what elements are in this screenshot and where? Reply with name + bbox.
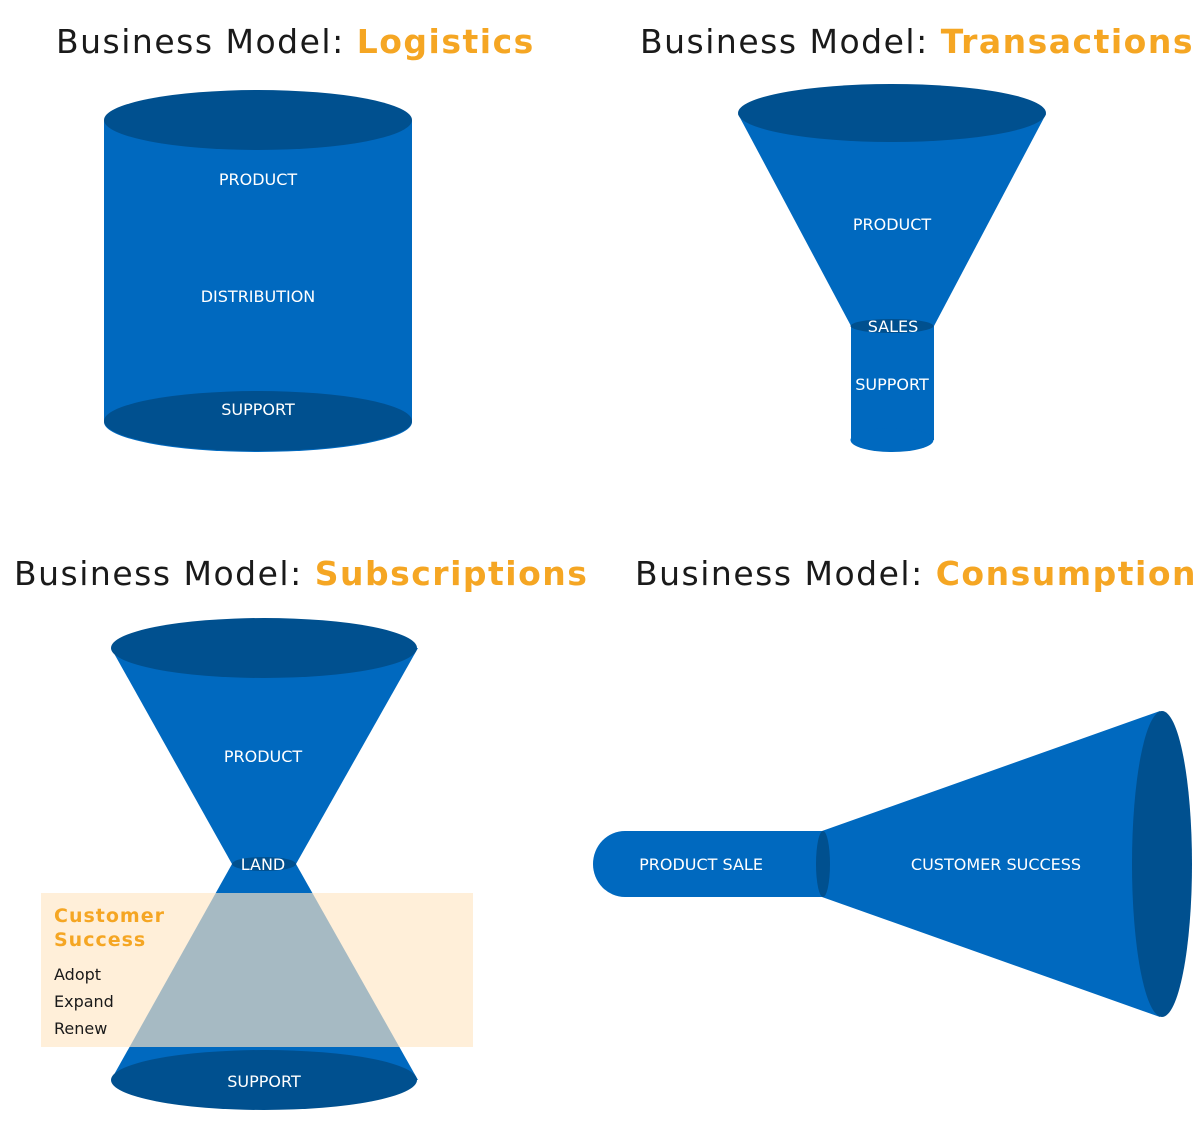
funnel-top-face [738, 84, 1046, 142]
label-product: PRODUCT [224, 747, 303, 766]
label-support: SUPPORT [221, 400, 295, 419]
consumption-horn: PRODUCT SALE CUSTOMER SUCCESS [593, 711, 1192, 1017]
cylinder-top-face [104, 90, 412, 150]
cylinder-bottom-face [104, 391, 412, 451]
label-sales: SALES [868, 317, 919, 336]
label-product: PRODUCT [853, 215, 932, 234]
logistics-cylinder: PRODUCT DISTRIBUTION SUPPORT [104, 90, 412, 452]
horn-product-tube [593, 831, 822, 897]
customer-success-item-renew: Renew [54, 1019, 108, 1038]
title-prefix: Business Model: [635, 554, 936, 593]
heading-line-1: Customer [54, 905, 165, 927]
title-logistics: Business Model: Logistics [56, 22, 535, 61]
funnel-cone [738, 114, 1046, 326]
label-support: SUPPORT [227, 1072, 301, 1091]
title-prefix: Business Model: [640, 22, 941, 61]
funnel-spout-bottom [850, 428, 934, 452]
label-customer-success: CUSTOMER SUCCESS [911, 855, 1081, 874]
title-prefix: Business Model: [56, 22, 357, 61]
customer-success-item-expand: Expand [54, 992, 114, 1011]
label-product: PRODUCT [219, 170, 298, 189]
title-accent: Logistics [356, 22, 535, 61]
heading-line-2: Success [54, 929, 147, 951]
customer-success-heading: Customer Success [54, 904, 165, 952]
hourglass-neck-face [232, 857, 296, 871]
title-subscriptions: Business Model: Subscriptions [14, 554, 588, 593]
horn-cone [822, 711, 1160, 1017]
label-land: LAND [241, 855, 286, 874]
horn-mouth-face [1132, 711, 1192, 1017]
hourglass-top-face [111, 618, 417, 678]
title-prefix: Business Model: [14, 554, 315, 593]
funnel-neck-face [850, 319, 934, 333]
title-consumption: Business Model: Consumption [635, 554, 1197, 593]
customer-success-item-adopt: Adopt [54, 965, 102, 984]
title-accent: Transactions [940, 22, 1194, 61]
title-transactions: Business Model: Transactions [640, 22, 1194, 61]
hourglass-top-cone [111, 648, 418, 864]
hourglass-bottom-face [111, 1050, 417, 1110]
cylinder-body [104, 120, 412, 422]
funnel-spout [851, 326, 934, 440]
customer-success-overlay [41, 893, 473, 1047]
title-accent: Subscriptions [314, 554, 589, 593]
label-support: SUPPORT [855, 375, 929, 394]
horn-neck-face [816, 831, 830, 897]
title-accent: Consumption [935, 554, 1197, 593]
transactions-funnel: PRODUCT SALES SUPPORT [738, 84, 1046, 452]
label-product-sale: PRODUCT SALE [639, 855, 763, 874]
label-distribution: DISTRIBUTION [201, 287, 316, 306]
